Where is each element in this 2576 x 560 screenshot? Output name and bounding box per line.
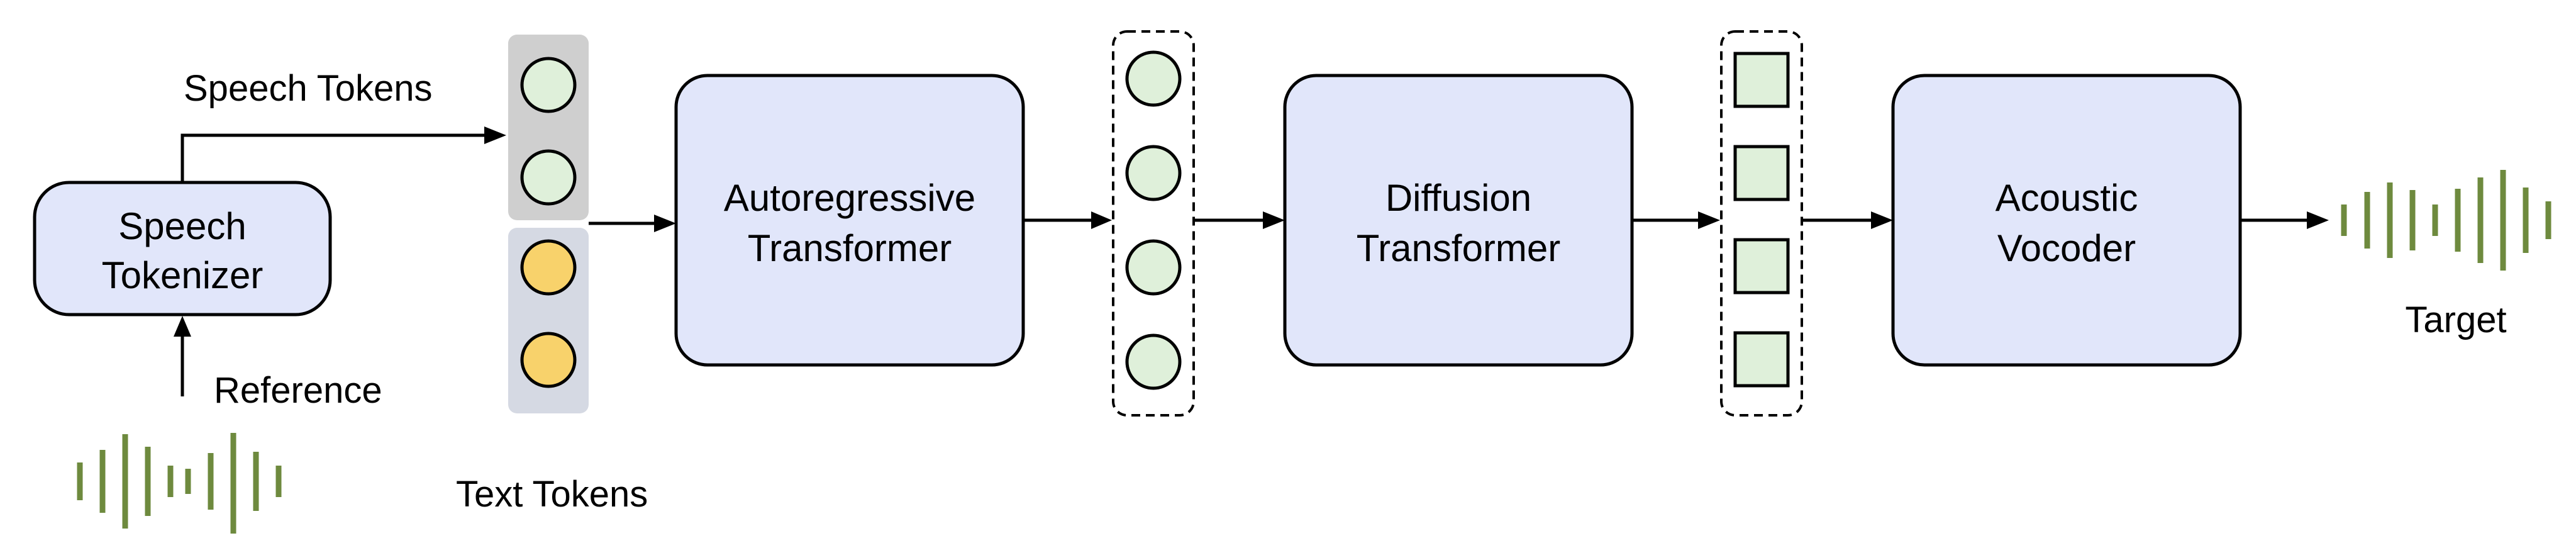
text-token — [520, 332, 577, 388]
generated-speech-token — [1125, 239, 1182, 296]
autoregressive-transformer-box — [674, 74, 1025, 367]
dashed-frame — [1720, 30, 1803, 417]
latent-feature-square — [1733, 238, 1790, 294]
latent-feature-square — [1733, 331, 1790, 388]
reference-label: Reference — [214, 370, 382, 411]
dashed-frame — [1112, 30, 1195, 417]
speech-tokens-arrow — [180, 126, 506, 182]
generated-speech-token — [1125, 145, 1182, 201]
arrow-to-vocoder — [1802, 211, 1893, 229]
text-tokens-label: Text Tokens — [456, 474, 648, 515]
speech-token — [520, 149, 577, 206]
diffusion-transformer-label-line2: Transformer — [1357, 227, 1561, 269]
autoregressive-transformer-block: Autoregressive Transformer — [674, 74, 1025, 367]
diffusion-transformer-block: Diffusion Transformer — [1283, 74, 1634, 367]
speech-tokens-label: Speech Tokens — [184, 68, 433, 109]
speech-tokenizer-label-line2: Tokenizer — [102, 254, 264, 296]
generated-speech-token — [1125, 50, 1182, 107]
target-label: Target — [2405, 300, 2506, 340]
generated-speech-token — [1125, 333, 1182, 390]
target-waveform-icon — [2341, 170, 2551, 271]
arrow-to-autoregressive — [589, 215, 676, 232]
arrow-to-target — [2240, 211, 2329, 229]
diffusion-transformer-label-line1: Diffusion — [1385, 177, 1531, 219]
reference-waveform-icon — [77, 433, 282, 534]
speech-tokenizer-block: Speech Tokenizer — [33, 181, 332, 316]
arrow-to-token-column-1 — [1023, 211, 1112, 229]
acoustic-vocoder-label-line2: Vocoder — [1997, 227, 2136, 269]
arrow-to-diffusion — [1194, 211, 1285, 229]
speech-tokenizer-label-line1: Speech — [118, 205, 247, 247]
text-token — [520, 239, 577, 296]
latent-feature-square — [1733, 52, 1790, 108]
generated-speech-token-column — [1112, 30, 1195, 417]
autoregressive-transformer-label-line1: Autoregressive — [724, 177, 975, 219]
input-token-stack — [508, 35, 589, 413]
acoustic-vocoder-block: Acoustic Vocoder — [1891, 74, 2242, 367]
arrow-to-latent-column — [1632, 211, 1720, 229]
diffusion-transformer-box — [1283, 74, 1634, 367]
latent-feature-column — [1720, 30, 1803, 417]
autoregressive-transformer-label-line2: Transformer — [748, 227, 952, 269]
acoustic-vocoder-box — [1891, 74, 2242, 367]
latent-feature-square — [1733, 145, 1790, 201]
reference-arrow — [174, 316, 191, 396]
speech-token — [520, 57, 577, 113]
acoustic-vocoder-label-line1: Acoustic — [1996, 177, 2138, 219]
